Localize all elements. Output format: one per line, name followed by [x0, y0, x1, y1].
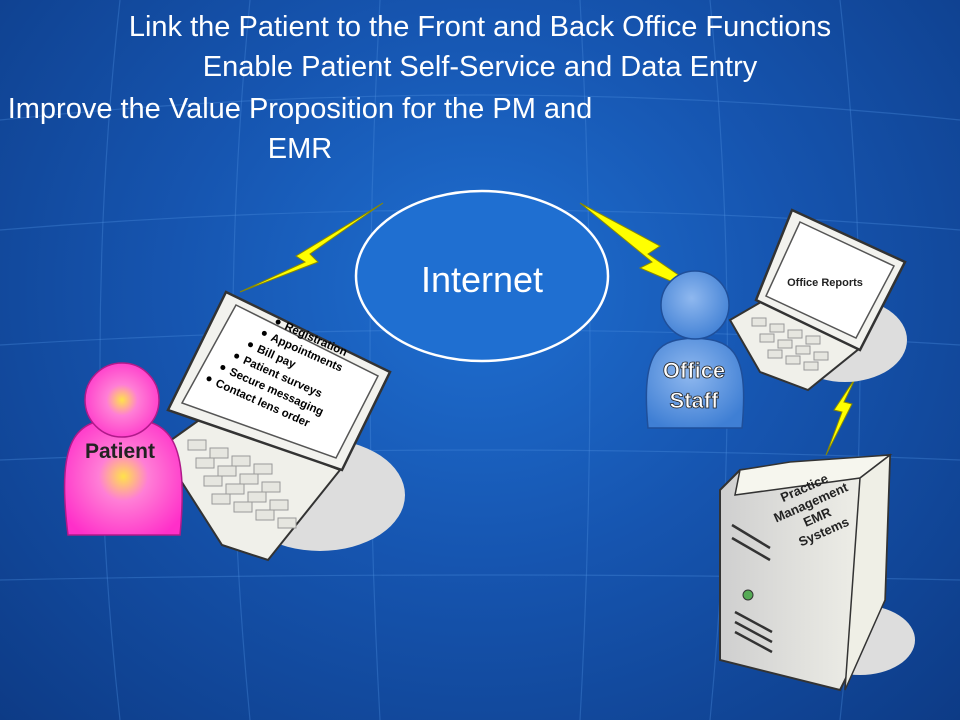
- title-line-3: Improve the Value Proposition for the PM…: [7, 93, 593, 125]
- patient-label: Patient: [85, 440, 155, 463]
- patient-laptop: Registration Appointments Bill pay Patie…: [158, 290, 405, 562]
- office-staff-label-line1: Office: [663, 358, 725, 383]
- office-laptop: Office Reports: [728, 208, 907, 392]
- lightning-bolt-patient: [239, 202, 384, 293]
- office-staff-figure: Office Staff: [645, 270, 745, 429]
- lightning-bolt-server: [825, 376, 857, 456]
- office-screen-label: Office Reports: [787, 277, 863, 289]
- title-line-2: Enable Patient Self-Service and Data Ent…: [202, 51, 758, 83]
- title-line-4: EMR: [267, 133, 333, 165]
- patient-figure: Patient: [63, 362, 183, 536]
- server-tower: Practice Management EMR Systems: [719, 453, 915, 692]
- office-staff-label-line2: Staff: [670, 388, 720, 413]
- internet-label: Internet: [421, 259, 543, 300]
- internet-cloud: Internet: [354, 189, 610, 363]
- title-line-1: Link the Patient to the Front and Back O…: [128, 11, 832, 43]
